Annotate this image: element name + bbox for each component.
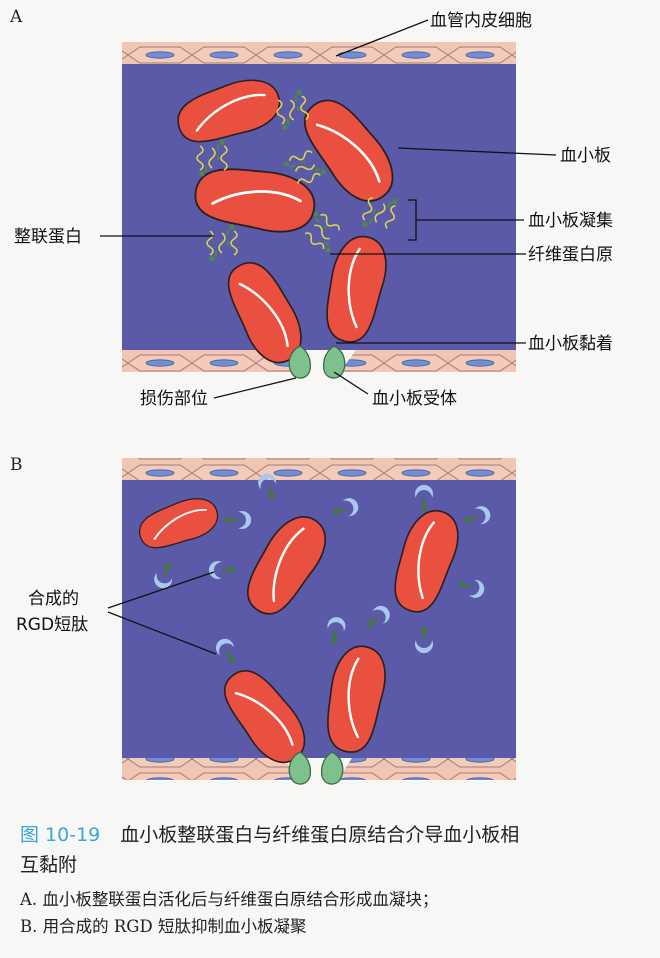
- label-endothelial-cell: 血管内皮细胞: [430, 11, 532, 31]
- label-platelet-receptor: 血小板受体: [372, 389, 457, 409]
- label-fibrinogen: 纤维蛋白原: [528, 245, 613, 265]
- panel-a-letter: A: [9, 7, 23, 27]
- label-platelet-aggregation: 血小板凝集: [528, 211, 613, 231]
- panel-a-annotations: [100, 19, 557, 399]
- label-synthetic: 合成的: [28, 589, 79, 609]
- caption-title: 图 10-19 血小板整联蛋白与纤维蛋白原结合介导血小板相: [20, 820, 640, 850]
- endothelium-top-a: [122, 42, 516, 64]
- label-integrin: 整联蛋白: [14, 227, 82, 247]
- panel-b-letter: B: [10, 455, 23, 475]
- panel-b-annotations: [107, 571, 217, 655]
- panel-a-vessel: [122, 42, 516, 372]
- caption-note-a: A. 血小板整联蛋白活化后与纤维蛋白原结合形成血凝块；: [20, 890, 439, 909]
- figure-number: 图 10-19: [20, 824, 101, 846]
- label-platelet: 血小板: [560, 146, 611, 166]
- caption-note-b: B. 用合成的 RGD 短肽抑制血小板凝聚: [20, 917, 307, 936]
- figure-diagram: A 血管内皮细胞 血小板 血小板凝集 整联蛋白 纤维蛋白原 血小: [9, 7, 613, 785]
- caption-title-line1: 血小板整联蛋白与纤维蛋白原结合介导血小板相: [120, 824, 520, 846]
- label-rgd-peptide: RGD短肽: [16, 615, 88, 635]
- panel-b-vessel: [122, 458, 516, 780]
- label-injury-site: 损伤部位: [140, 389, 208, 409]
- figure-caption: 图 10-19 血小板整联蛋白与纤维蛋白原结合介导血小板相 互黏附 A. 血小板整…: [20, 820, 640, 940]
- caption-title-line2: 互黏附: [20, 854, 78, 876]
- endothelium-top-b: [122, 458, 516, 480]
- label-platelet-adhesion: 血小板黏着: [528, 334, 613, 354]
